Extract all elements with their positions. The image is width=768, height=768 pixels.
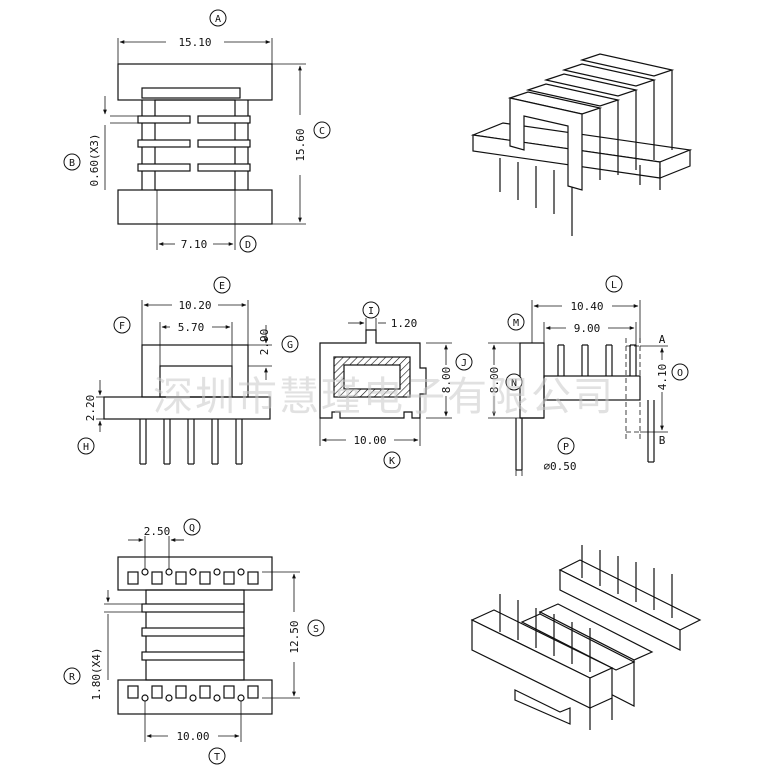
dim-g [248,325,272,380]
dim-t [144,701,242,742]
dim-k-value: 10.00 [353,434,386,447]
dim-g-value: 2.90 [258,329,271,356]
dim-o [640,345,668,433]
dim-l [531,300,641,343]
side-base [103,396,271,420]
dim-s [262,571,300,699]
callout-k-label: K [389,456,395,467]
callout-a-label: A [215,14,221,25]
dim-c [272,63,306,225]
callout-d-label: D [245,240,251,251]
callout-r-label: R [69,672,76,683]
dim-e-inner [159,322,233,366]
callout-c [313,121,331,139]
callout-h [77,437,95,455]
isometric-view-bottom [470,545,702,730]
pin-b-label: B [659,434,666,447]
callout-n-label: N [511,378,517,389]
callout-m [507,313,525,331]
callout-i-label: I [368,306,374,317]
callout-e-label: E [219,281,225,292]
dim-t-value: 10.00 [176,730,209,743]
callout-g-label: G [287,340,293,351]
callout-q [183,518,201,536]
dim-b-value: 0.60(X3) [88,134,101,187]
callout-i [362,301,380,319]
dim-i-value: 1.20 [391,317,418,330]
callout-o-label: O [677,368,683,379]
callout-l [605,275,623,293]
dim-e-inner-value: 5.70 [178,321,205,334]
dim-k [319,418,421,446]
dim-c-value: 15.60 [294,128,307,161]
callout-m-label: M [513,318,519,329]
side-view [103,344,271,465]
dim-s-value: 12.50 [288,620,301,653]
dim-d-value: 7.10 [181,238,208,251]
dim-p-value: ⌀0.50 [543,460,576,473]
isometric-view-top [470,53,693,236]
dim-q [128,536,184,569]
callout-n [505,373,523,391]
dim-j [426,342,452,419]
pin-a-label: A [659,333,666,346]
dim-q-value: 2.50 [144,525,171,538]
dim-l-value: 10.40 [570,300,603,313]
dim-a-value: 15.10 [178,36,211,49]
callout-j [455,353,473,371]
callout-h-label: H [83,442,89,453]
dim-d [156,190,236,250]
dim-e [141,300,249,345]
top-flange [117,63,273,101]
dim-o-value: 4.10 [656,364,669,391]
callout-o [671,363,689,381]
callout-l-label: L [611,280,617,291]
callout-k [383,451,401,469]
callout-d [239,235,257,253]
callout-j-label: J [461,358,467,369]
callout-a [209,9,227,27]
front-view [110,63,273,225]
callout-b [63,153,81,171]
dim-p [515,470,523,476]
dim-m-value: 9.00 [574,322,601,335]
dim-n [488,342,520,419]
callout-q-label: Q [189,523,195,534]
dim-h [96,380,104,432]
callout-s [307,619,325,637]
callout-p-label: P [563,442,569,453]
dim-a [117,38,273,64]
callout-s-label: S [313,624,319,635]
dim-n-value: 8.00 [488,367,501,394]
dim-h-value: 2.20 [84,395,97,422]
callout-f [113,316,131,334]
dim-m [543,322,637,376]
callout-f-label: F [119,321,125,332]
callout-t [208,747,226,765]
dim-r [104,590,142,680]
bottom-flange [117,189,273,225]
callout-r [63,667,81,685]
callout-e [213,276,231,294]
bottom-view [117,556,273,715]
dim-j-value: 8.00 [440,367,453,394]
callout-c-label: C [319,126,325,137]
watermark: 深圳市慧瑾电子有限公司 [153,374,615,420]
callout-b-label: B [69,158,75,169]
dim-i [348,318,386,330]
callout-g [281,335,299,353]
dim-e-value: 10.20 [178,299,211,312]
callout-t-label: T [214,752,220,763]
callout-p [557,437,575,455]
dim-r-value: 1.80(X4) [90,648,103,701]
